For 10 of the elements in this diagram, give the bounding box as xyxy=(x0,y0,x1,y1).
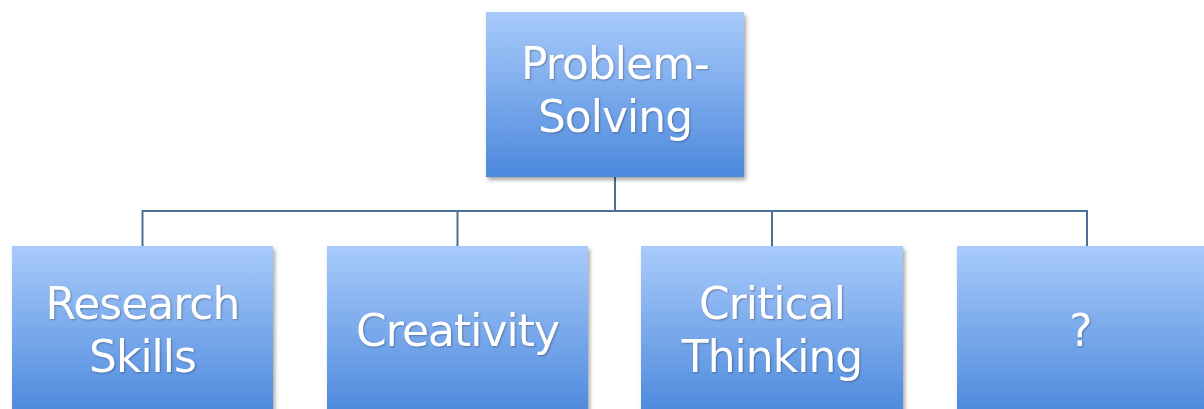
process-box xyxy=(957,246,1204,409)
box-label: Critical Thinking xyxy=(680,278,864,384)
process-box xyxy=(486,12,744,177)
box-label: Problem-Solving xyxy=(520,37,710,144)
process-box xyxy=(641,246,903,409)
box-label: Research Skills xyxy=(44,278,241,384)
process-box xyxy=(12,246,273,409)
box-label: Creativity xyxy=(356,304,559,358)
process-box xyxy=(327,246,588,409)
box-label: ? xyxy=(1069,304,1092,358)
